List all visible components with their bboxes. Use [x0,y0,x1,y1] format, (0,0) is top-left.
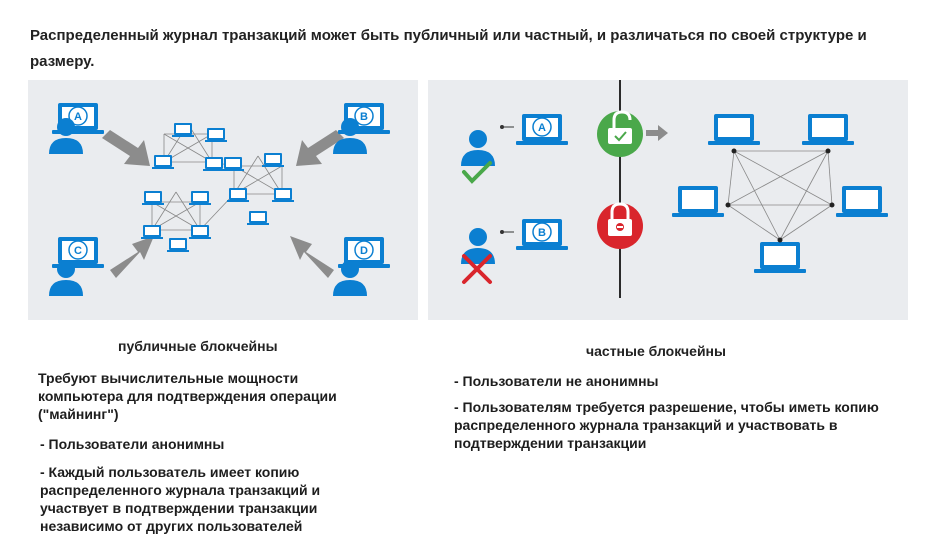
public-point-anonymous: - Пользователи анонимны [40,436,225,452]
private-user-b: B [461,219,568,284]
user-c-label: C [74,245,82,257]
arrow-d [290,236,334,278]
private-point-permission: - Пользователям требуется разрешение, чт… [454,399,879,451]
public-blockchain-panel: A B C D [28,80,418,320]
page-heading: Распределенный журнал транзакций может б… [30,27,867,70]
user-a-label: A [74,111,82,123]
lock-icon [597,202,643,249]
user-c: C [49,237,104,296]
public-caption: публичные блокчейны [118,338,278,354]
user-b: B [333,103,390,154]
public-network-diagram: A B C D [49,103,390,296]
arrow-c [110,236,154,278]
user-d-label: D [360,245,368,257]
public-network-mesh [141,123,294,252]
access-arrow [646,125,668,141]
user-d: D [333,237,390,296]
private-user-b-label: B [538,227,546,239]
cross-icon [462,254,492,284]
user-a: A [49,103,104,154]
private-point-not-anonymous: - Пользователи не анонимны [454,373,659,389]
private-caption: частные блокчейны [586,343,726,359]
arrow-b [296,130,344,166]
private-blockchain-panel: A B [428,80,908,320]
public-point-copy: - Каждый пользователь имеет копию распре… [40,464,321,534]
private-user-a-label: A [538,122,546,134]
arrow-a [102,130,150,166]
public-point-mining: Требуют вычислительные мощности компьюте… [38,370,337,422]
check-icon [462,161,492,184]
unlock-icon [597,110,643,157]
private-user-a: A [461,114,568,184]
private-network-diagram: A B [461,80,888,298]
private-network-mesh [672,114,888,273]
user-b-label: B [360,111,368,123]
